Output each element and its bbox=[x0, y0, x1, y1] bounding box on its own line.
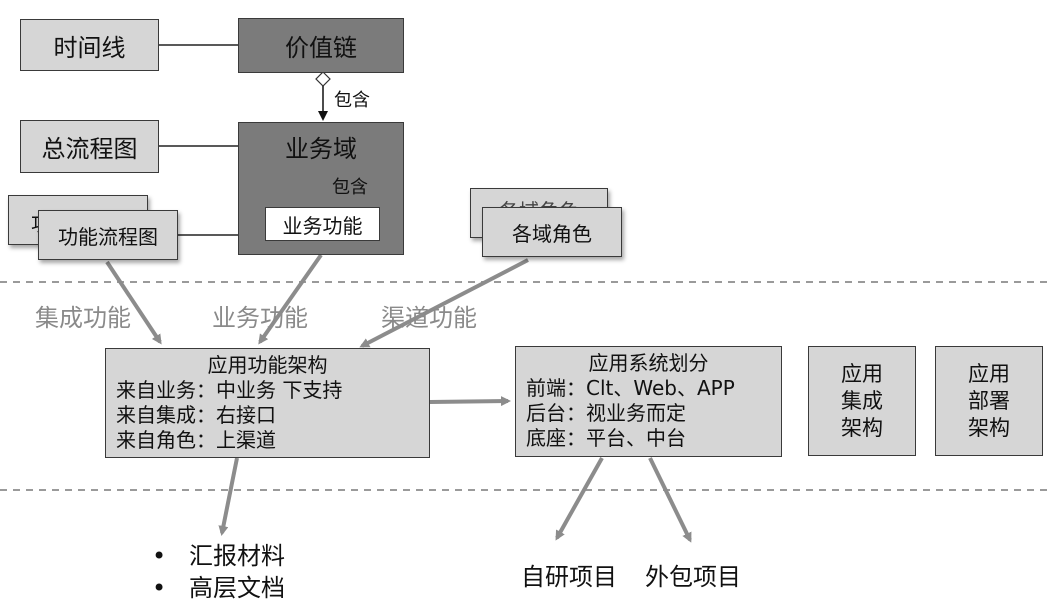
app-arch-row-business: 来自业务：中业务 下支持 bbox=[116, 378, 343, 402]
app-function-arch-title: 应用功能架构 bbox=[207, 353, 328, 377]
app-integration-arch-box: 应用 集成 架构 bbox=[808, 346, 916, 456]
app-system-division-box: 应用系统划分 前端：Clt、Web、APP 后台：视业务而定 底座：平台、中台 bbox=[515, 346, 782, 457]
app-integration-line-1: 应用 bbox=[841, 361, 883, 386]
arrow-apparch-to-appsystem bbox=[429, 396, 511, 407]
timeline-label: 时间线 bbox=[53, 33, 126, 62]
app-integration-line-3: 架构 bbox=[841, 415, 883, 440]
value-chain-label: 价值链 bbox=[285, 34, 357, 62]
app-integration-line-2: 集成 bbox=[841, 388, 883, 413]
business-function-input-label: 业务功能 bbox=[212, 304, 308, 332]
deliverable-doc: 高层文档 bbox=[152, 572, 285, 604]
app-system-row-frontend: 前端：Clt、Web、APP bbox=[526, 376, 735, 400]
app-system-row-base: 底座：平台、中台 bbox=[526, 426, 686, 450]
arrow-domain-to-apparch bbox=[258, 253, 323, 345]
aggregation-diamond-1 bbox=[315, 71, 331, 87]
arrow-appsystem-to-selfdev bbox=[555, 457, 604, 541]
app-deploy-line-3: 架构 bbox=[968, 415, 1010, 440]
timeline-box: 时间线 bbox=[20, 19, 159, 71]
arrow-roles-to-apparch bbox=[359, 258, 529, 348]
business-function-label: 业务功能 bbox=[282, 213, 363, 238]
app-function-arch-box: 应用功能架构 来自业务：中业务 下支持 来自集成：右接口 来自角色：上渠道 bbox=[105, 348, 430, 458]
app-arch-row-integration: 来自集成：右接口 bbox=[116, 403, 276, 427]
domain-roles-box: 各域角色 bbox=[482, 207, 622, 257]
app-system-division-title: 应用系统划分 bbox=[588, 351, 709, 375]
app-arch-row-roles: 来自角色：上渠道 bbox=[116, 428, 276, 452]
deliverable-report: 汇报材料 bbox=[152, 540, 285, 572]
channel-function-label: 渠道功能 bbox=[381, 304, 477, 332]
contains-label-2: 包含 bbox=[332, 177, 368, 198]
app-deploy-line-1: 应用 bbox=[968, 361, 1010, 386]
domain-roles-label: 各域角色 bbox=[512, 221, 592, 246]
integration-function-label: 集成功能 bbox=[35, 304, 131, 332]
business-function-box: 业务功能 bbox=[265, 207, 380, 241]
function-flow-label: 功能流程图 bbox=[58, 224, 158, 249]
value-chain-box: 价值链 bbox=[238, 18, 404, 73]
app-deploy-arch-box: 应用 部署 架构 bbox=[935, 346, 1043, 456]
arrow-apparch-to-bullets bbox=[218, 457, 239, 536]
self-dev-project-label: 自研项目 bbox=[521, 563, 617, 591]
overall-flow-box: 总流程图 bbox=[20, 120, 159, 173]
arrow-appsystem-to-outsourced bbox=[648, 457, 692, 543]
arrow-functionflow-to-apparch bbox=[105, 260, 162, 345]
overall-flow-label: 总流程图 bbox=[41, 135, 138, 163]
contains-label-1: 包含 bbox=[334, 90, 370, 111]
business-domain-label: 业务域 bbox=[285, 135, 357, 163]
deliverables-list: 汇报材料 高层文档 bbox=[152, 540, 285, 604]
outsourced-project-label: 外包项目 bbox=[645, 563, 741, 591]
function-flow-box: 功能流程图 bbox=[38, 210, 178, 260]
app-system-row-backend: 后台：视业务而定 bbox=[526, 401, 686, 425]
app-deploy-line-2: 部署 bbox=[968, 388, 1010, 413]
